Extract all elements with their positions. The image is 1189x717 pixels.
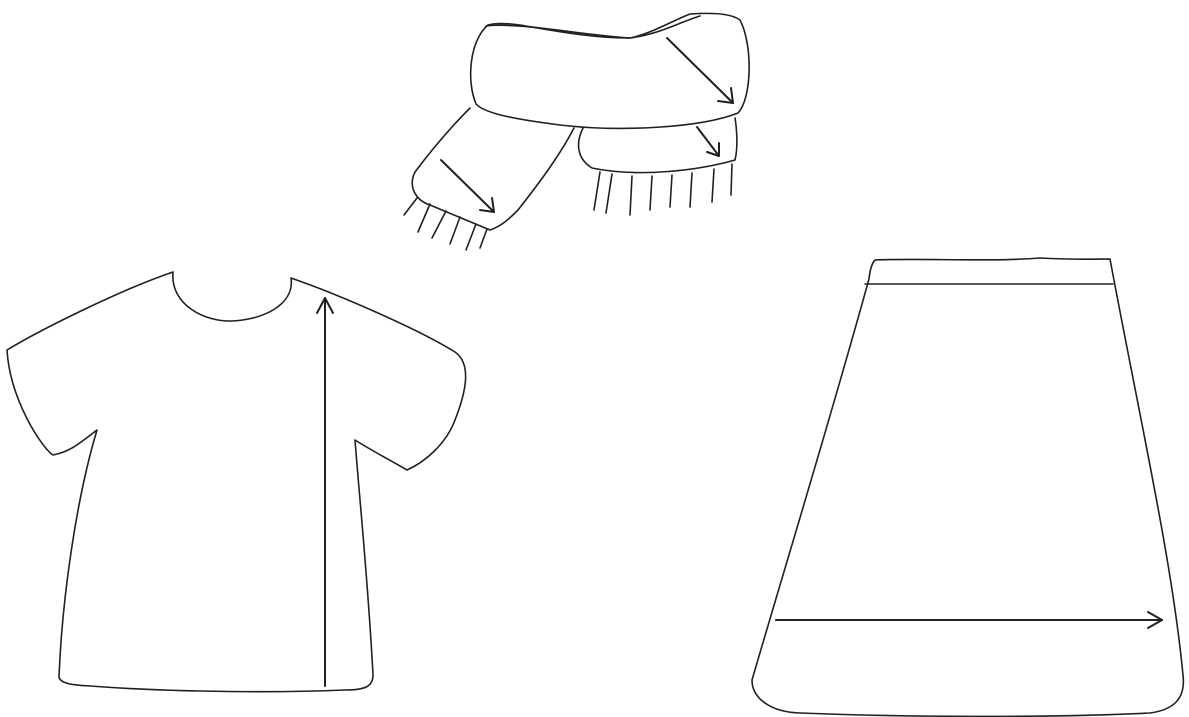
t-shirt-outline (7, 272, 466, 692)
scarf-loop (471, 13, 750, 128)
scarf-icon (404, 13, 749, 250)
scarf-loop-grain-arrow (667, 38, 733, 103)
skirt-outline (752, 258, 1183, 716)
scarf-front-grain-arrow (441, 160, 494, 212)
scarf-back-grain-arrow (697, 127, 719, 156)
t-shirt-icon (7, 272, 466, 692)
t-shirt-grain-arrow (317, 298, 333, 686)
skirt-icon (752, 258, 1183, 716)
skirt-grain-arrow (776, 612, 1162, 628)
scarf-back-tail (579, 118, 737, 173)
scarf-loop-ridge (486, 16, 700, 38)
